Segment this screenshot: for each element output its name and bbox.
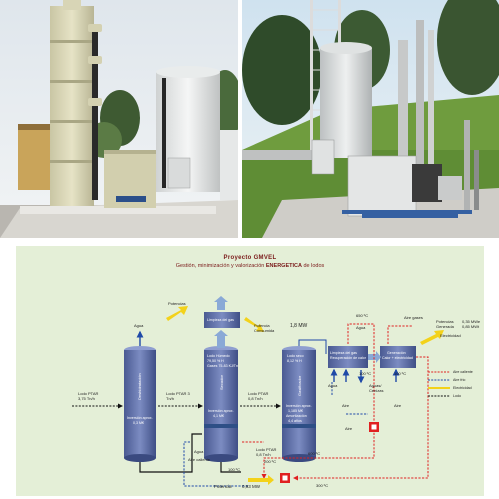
gasificador-inv-4: 4,4 años	[288, 419, 302, 423]
flow-gas-generacion	[368, 351, 381, 363]
vessel-deshidratacion	[124, 346, 156, 462]
label-gasificador: Gasificador	[297, 375, 302, 396]
label-lodo-mid: Lodo PTAR 3 Tn/h	[166, 391, 190, 401]
legend-hot-air: Aire frio	[453, 378, 466, 382]
gasificador-inv-3: Amortización	[286, 414, 307, 418]
flow-power-generada	[420, 330, 444, 345]
flow-gas-gasifier	[298, 339, 327, 354]
label-t300: 300 ºC	[316, 483, 329, 488]
valve-bottom	[280, 473, 290, 483]
flow-sludge-bottom	[220, 462, 241, 473]
diagram-title-name: GMVEL	[253, 255, 277, 261]
label-potencia-bottom: Potencia	[214, 484, 232, 489]
label-aire-1: Aire	[342, 403, 350, 408]
vessel-gasificador	[282, 346, 316, 462]
label-t200: 200 ºC	[264, 459, 277, 464]
generacion-line-2: Calor + electricidad	[382, 356, 413, 360]
diagram-subtitle-bold: ENERGETICA	[265, 263, 302, 269]
flow-power-bottom	[248, 475, 274, 485]
label-mw-bottom-label: 0,93 MW	[242, 484, 261, 489]
flow-heat-bottom	[293, 356, 429, 481]
flow-gas-secador-up	[214, 330, 228, 348]
limpieza-gas-box-label: Limpieza del gas	[207, 318, 234, 322]
limpieza-line-2: Recuperación de calor	[330, 356, 366, 360]
label-aire-2: Aire	[394, 403, 402, 408]
label-potencia-consumida: Potencia Consumida	[254, 323, 275, 333]
diagram-subtitle: Gestión, minimización y valorización ENE…	[16, 263, 484, 269]
label-potencias-generada: Potencias Generada	[436, 319, 454, 329]
label-t100c: 100 ºC	[394, 371, 407, 376]
secador-top-3: Gases 75-83 KJ/Tn	[207, 364, 238, 368]
flow-power-consumida	[244, 317, 264, 332]
flow-heat-top	[387, 325, 412, 344]
label-electricidad: Electricidad	[440, 333, 461, 338]
box-generacion	[380, 346, 416, 368]
process-flow-svg	[72, 296, 450, 487]
legend-waste-heat: Aire caliente	[453, 370, 473, 374]
label-mw-bottom: 0,85 MWt	[462, 324, 480, 329]
secador-inv-2: 4,1 M€	[213, 414, 224, 418]
limpieza-line-1: Limpieza del gas	[330, 351, 357, 355]
label-mw-consumida: 1,8 MW	[290, 323, 308, 329]
flow-gas-limpieza-up	[214, 296, 228, 310]
label-aire-3: Aire	[345, 426, 353, 431]
label-agua-right: Agua	[356, 325, 366, 330]
legend-lines	[428, 371, 450, 397]
process-diagram: Proyecto GMVEL Gestión, minimización y v…	[16, 246, 484, 496]
flow-power-potencias	[166, 306, 188, 321]
label-lodo-bottom: Lodo PTAR 0,8 Tn/h	[256, 447, 277, 457]
secador-inv-1: Inversión aprox.	[208, 409, 234, 413]
secador-top-1: Lodo Húmedo	[207, 354, 230, 358]
diagram-title-prefix: Proyecto	[223, 255, 252, 261]
label-lodo-right: Lodo PTAR 0,8 Tn/h	[248, 391, 269, 401]
photo-scrubber-tower-svg	[0, 0, 238, 238]
gasificador-top-1: Lodo seco	[287, 354, 304, 358]
label-agua-top: Agua	[134, 323, 144, 328]
label-deshidratacion: Deshidratación	[137, 373, 142, 400]
photo-scrubber-tower	[0, 0, 238, 238]
label-agua-2: Agua	[328, 383, 338, 388]
diagram-subtitle-pre: Gestión, minimización y valorización	[175, 263, 265, 269]
box-limpieza-gas-top	[204, 312, 240, 328]
generacion-line-1: Generación	[387, 351, 406, 355]
photo-gasifier-unit-svg	[242, 0, 499, 238]
flow-sludge-return	[139, 433, 202, 473]
label-aire-caliente: Aire caliente	[188, 457, 211, 462]
legend-power: Electricidad	[453, 386, 472, 390]
photo-gasifier-unit	[242, 0, 499, 238]
label-t100b: 100 ºC	[359, 371, 372, 376]
gasificador-inv-1: Inversión aprox.	[286, 404, 312, 408]
gasificador-top-2: 8,12 % H	[287, 359, 302, 363]
gasificador-inv-2: 1,185 M€	[288, 409, 303, 413]
secador-top-2: 79,50 % H	[207, 359, 224, 363]
flow-heat-outer	[261, 323, 375, 479]
valve-right	[369, 422, 379, 432]
box-limpieza-recuperacion	[328, 346, 368, 368]
legend-sludge: Lodo	[453, 394, 461, 398]
label-mw-top: 0,35 MWe	[462, 319, 481, 324]
diagram-title: Proyecto GMVEL	[16, 255, 484, 261]
vessel-secador	[204, 346, 238, 462]
label-agua-lower: Agua	[194, 449, 204, 454]
deshidratacion-inv-1: Inversión aprox.	[127, 416, 153, 420]
deshidratacion-inv-2: 0,3 M€	[133, 421, 144, 425]
label-secador: Secador	[219, 375, 224, 390]
label-t650: 650 ºC	[356, 313, 369, 318]
label-lodo-in: Lodo PTAR 3,75 Tn/h	[78, 391, 99, 401]
label-t100: 100 ºC	[228, 467, 241, 472]
label-aguas-cenizas: Aguas/ Cenizas	[369, 383, 384, 393]
diagram-subtitle-post: de lodos	[303, 263, 325, 269]
label-aire-gases: Aire gases	[404, 315, 423, 320]
label-t600: 600 ºC	[308, 451, 321, 456]
label-potencias: Potencias	[168, 301, 186, 306]
